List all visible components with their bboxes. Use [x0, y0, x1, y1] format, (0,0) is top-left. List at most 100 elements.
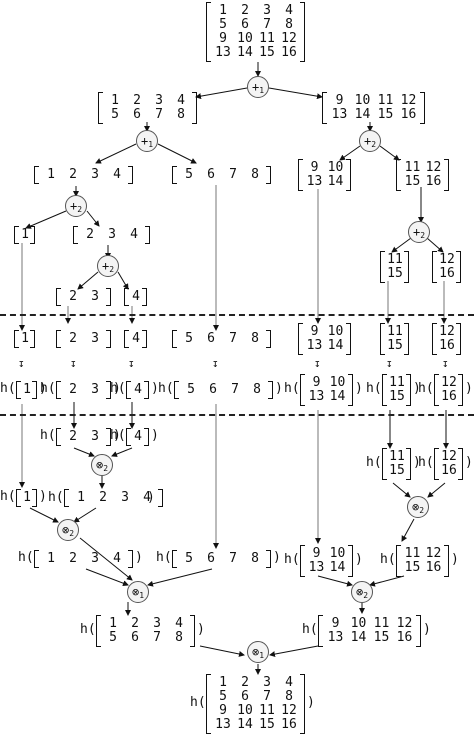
matrix-right-bracket — [145, 226, 150, 244]
matrix-right-bracket — [346, 323, 351, 355]
merge-operator: ⊗2 — [91, 454, 113, 476]
matrix-cell: 6 — [207, 331, 215, 346]
matrix-cell: 2 — [69, 382, 77, 397]
matrix-cell: 8 — [285, 17, 293, 32]
h-function-label: h( — [366, 381, 382, 396]
matrix-cell: 9 — [312, 546, 321, 561]
matrix-cell: 7 — [155, 107, 163, 122]
matrix-right-bracket — [142, 330, 147, 348]
matrix-left-bracket — [432, 251, 437, 283]
matrix-cell: 2 — [133, 93, 141, 108]
matrix-cell: 2 — [69, 331, 77, 346]
matrix-cell: 7 — [263, 689, 271, 704]
matrix-left-bracket — [396, 159, 401, 191]
matrix-left-bracket — [172, 330, 177, 348]
matrix-cell: 10 — [354, 93, 371, 108]
matrix-cell: 11 — [404, 160, 421, 175]
matrix-cell: 12 — [441, 375, 457, 390]
connector-arrow — [339, 145, 361, 161]
matrix-cell: 1 — [109, 616, 117, 631]
matrix-left-bracket — [14, 330, 19, 348]
matrix-cell: 5 — [187, 382, 195, 397]
matrix-right-bracket — [348, 545, 353, 577]
matrix-cell: 6 — [209, 382, 217, 397]
matrix-left-bracket — [16, 381, 21, 399]
h-function-label: h( — [418, 455, 434, 470]
h-function-close: ) — [413, 455, 421, 470]
matrix-cell: 14 — [354, 107, 371, 122]
matrix-right-bracket — [300, 674, 305, 734]
matrix-cell: 9 — [219, 31, 227, 46]
matrix-cell: 6 — [241, 17, 249, 32]
matrix-cell: 14 — [329, 560, 346, 575]
matrix-left-bracket — [300, 545, 305, 577]
matrix-cell: 3 — [263, 3, 271, 18]
merge-operator: ⊗1 — [247, 641, 269, 663]
h-function-label: h( — [190, 695, 206, 710]
matrix-right-bracket — [444, 545, 449, 577]
matrix-right-bracket — [144, 381, 149, 399]
matrix-right-bracket — [268, 381, 273, 399]
connector-arrow — [391, 237, 412, 253]
connector-arrow — [426, 237, 444, 253]
matrix-cell: 2 — [69, 289, 77, 304]
matrix-right-bracket — [444, 159, 449, 191]
connector-arrow — [401, 518, 415, 542]
matrix-right-bracket — [456, 251, 461, 283]
connector-arrow — [117, 271, 129, 290]
matrix-cell: 12 — [441, 449, 457, 464]
matrix-cell: 15 — [404, 174, 421, 189]
matrix-cell: 3 — [91, 551, 99, 566]
matrix-cell: 10 — [237, 703, 253, 718]
matrix-cell: 12 — [425, 546, 442, 561]
matrix-cell: 16 — [441, 463, 457, 478]
matrix-cell: 3 — [91, 331, 99, 346]
matrix-cell: 9 — [335, 93, 344, 108]
matrix-cell: 15 — [387, 338, 403, 353]
operator-subscript: 2 — [420, 231, 426, 240]
matrix-cell: 2 — [241, 3, 249, 18]
h-function-label: h( — [156, 550, 172, 565]
matrix-right-bracket — [404, 323, 409, 355]
matrix-left-bracket — [206, 674, 211, 734]
connector-arrow — [317, 575, 353, 587]
matrix-left-bracket — [172, 550, 177, 568]
matrix-cell: 7 — [263, 17, 271, 32]
matrix-left-bracket — [382, 374, 387, 406]
matrix-cell: 7 — [229, 551, 237, 566]
h-function-close: ) — [113, 381, 121, 396]
split-operator: +1 — [136, 130, 158, 152]
matrix-cell: 15 — [377, 107, 394, 122]
matrix-cell: 4 — [143, 490, 151, 505]
matrix-left-bracket — [126, 428, 131, 446]
matrix-cell: 11 — [389, 449, 405, 464]
h-function-label: h( — [418, 381, 434, 396]
lower-divider — [0, 414, 474, 416]
matrix-cell: 14 — [327, 338, 344, 353]
matrix-cell: 15 — [404, 560, 421, 575]
matrix-left-bracket — [432, 323, 437, 355]
matrix-cell: 14 — [329, 389, 346, 404]
matrix-right-bracket — [144, 428, 149, 446]
h-function-close: ) — [465, 381, 473, 396]
h-function-label: h( — [48, 490, 64, 505]
matrix-left-bracket — [396, 545, 401, 577]
matrix-right-bracket — [30, 226, 35, 244]
connector-arrow — [73, 447, 95, 457]
matrix-cell: 4 — [113, 551, 121, 566]
matrix-cell: 8 — [285, 689, 293, 704]
matrix-right-bracket — [416, 615, 421, 647]
h-function-label: h( — [284, 552, 300, 567]
matrix-left-bracket — [126, 381, 131, 399]
matrix-cell: 7 — [231, 382, 239, 397]
matrix-cell: 8 — [251, 551, 259, 566]
matrix-cell: 13 — [327, 630, 344, 645]
matrix-cell: 13 — [306, 174, 323, 189]
matrix-left-bracket — [73, 226, 78, 244]
matrix-cell: 4 — [132, 289, 140, 304]
matrix-cell: 16 — [425, 560, 442, 575]
matrix-cell: 2 — [131, 616, 139, 631]
matrix-left-bracket — [318, 615, 323, 647]
matrix-cell: 16 — [441, 389, 457, 404]
matrix-right-bracket — [128, 166, 133, 184]
